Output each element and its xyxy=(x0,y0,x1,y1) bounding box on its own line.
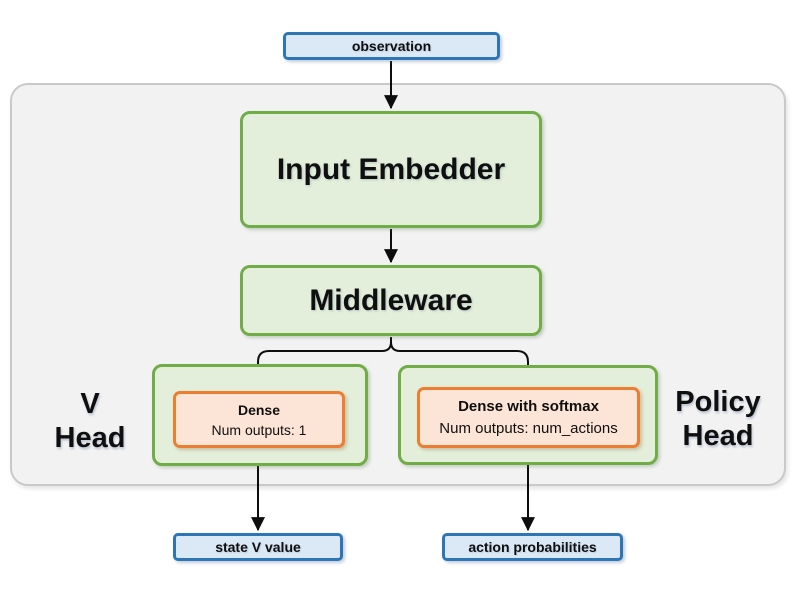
input-embedder-label: Input Embedder xyxy=(276,152,506,186)
action-probabilities-node: action probabilities xyxy=(442,533,623,561)
policy-head-label: Policy Head xyxy=(656,385,780,453)
policy-head-dense-title: Dense with softmax xyxy=(458,397,599,415)
policy-head-dense-subtitle: Num outputs: num_actions xyxy=(439,419,618,437)
policy-head-dense-node: Dense with softmax Num outputs: num_acti… xyxy=(417,387,640,448)
state-v-value-node: state V value xyxy=(173,533,343,561)
v-head-dense-subtitle: Num outputs: 1 xyxy=(211,421,307,438)
v-head-dense-node: Dense Num outputs: 1 xyxy=(173,391,345,448)
input-embedder-node: Input Embedder xyxy=(240,111,542,228)
v-head-label-line1: V xyxy=(80,388,100,420)
policy-head-label-line1: Policy xyxy=(675,386,761,418)
observation-label: observation xyxy=(351,38,432,54)
v-head-label: V Head xyxy=(28,387,152,455)
policy-head-label-line2: Head xyxy=(682,420,754,452)
v-head-dense-title: Dense xyxy=(237,401,281,418)
action-probabilities-label: action probabilities xyxy=(468,539,597,555)
middleware-node: Middleware xyxy=(240,265,542,336)
state-v-value-label: state V value xyxy=(215,539,301,555)
observation-node: observation xyxy=(283,32,500,60)
middleware-label: Middleware xyxy=(309,283,473,317)
v-head-label-line2: Head xyxy=(54,422,126,454)
